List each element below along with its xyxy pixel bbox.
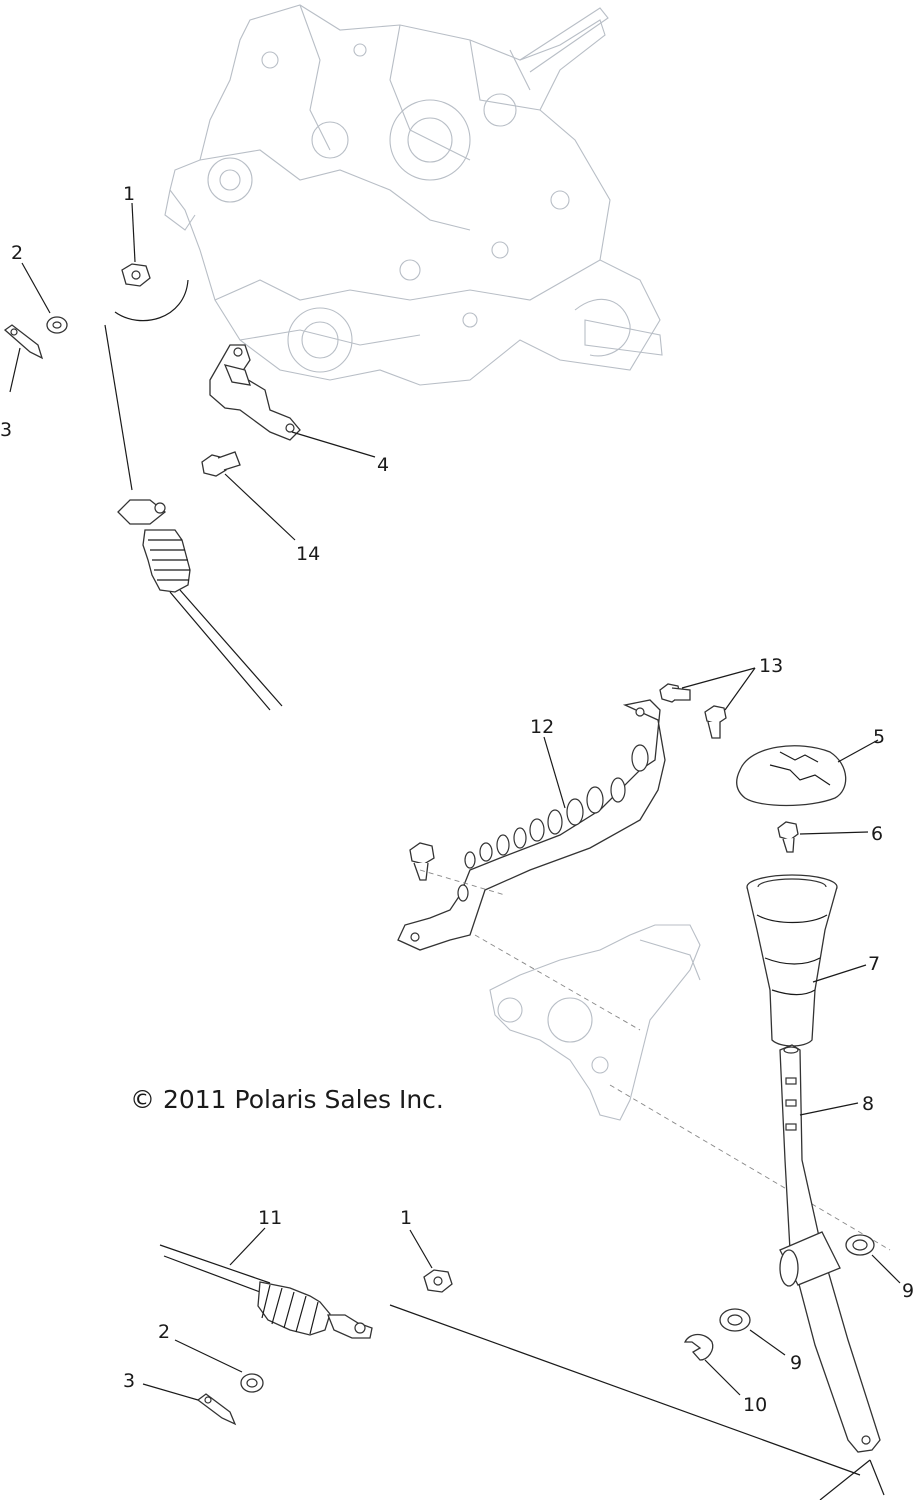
bushing-9-right (845, 1234, 875, 1256)
callout-14: 14 (296, 543, 320, 565)
callout-4: 4 (377, 454, 389, 476)
console-bracket-ghost (489, 924, 701, 1121)
nut-top (121, 263, 151, 287)
shift-cable-lower (159, 1244, 861, 1476)
clip-top (3, 324, 44, 360)
support-bracket-12 (397, 699, 666, 951)
bolt-13-b (704, 705, 727, 739)
shift-knob-cap-5 (736, 745, 847, 807)
copyright-notice: © 2011 Polaris Sales Inc. (130, 1085, 444, 1114)
bracket-bolt (409, 842, 435, 881)
callout-3-top: 3 (0, 419, 12, 441)
callout-5: 5 (873, 726, 885, 748)
callout-12: 12 (530, 716, 554, 738)
callout-10: 10 (743, 1394, 767, 1416)
callout-2-bottom: 2 (158, 1321, 170, 1343)
callout-9-right: 9 (902, 1280, 914, 1302)
callout-2-top: 2 (11, 242, 23, 264)
callout-8: 8 (862, 1093, 874, 1115)
bolt-14 (201, 451, 241, 477)
transmission-housing (164, 4, 663, 386)
bolt-13-a (659, 683, 691, 703)
callout-1-bottom: 1 (400, 1207, 412, 1229)
callout-3-bottom: 3 (123, 1370, 135, 1392)
screw-6 (777, 821, 799, 853)
bushing-9-lower (719, 1308, 751, 1332)
callout-1-top: 1 (123, 183, 135, 205)
callout-9-lower: 9 (790, 1352, 802, 1374)
nut-bottom (423, 1269, 453, 1293)
clip-bottom (196, 1393, 237, 1426)
bracket-4 (209, 344, 301, 441)
callout-13: 13 (759, 655, 783, 677)
callout-11: 11 (258, 1207, 282, 1229)
e-clip-10 (683, 1333, 714, 1361)
washer-top (46, 316, 68, 334)
callout-7: 7 (868, 953, 880, 975)
shift-lever-8 (779, 1044, 881, 1453)
shift-cable-upper (104, 324, 283, 711)
callout-6: 6 (871, 823, 883, 845)
shift-knob-body-7 (746, 874, 838, 1047)
washer-bottom (240, 1373, 264, 1393)
